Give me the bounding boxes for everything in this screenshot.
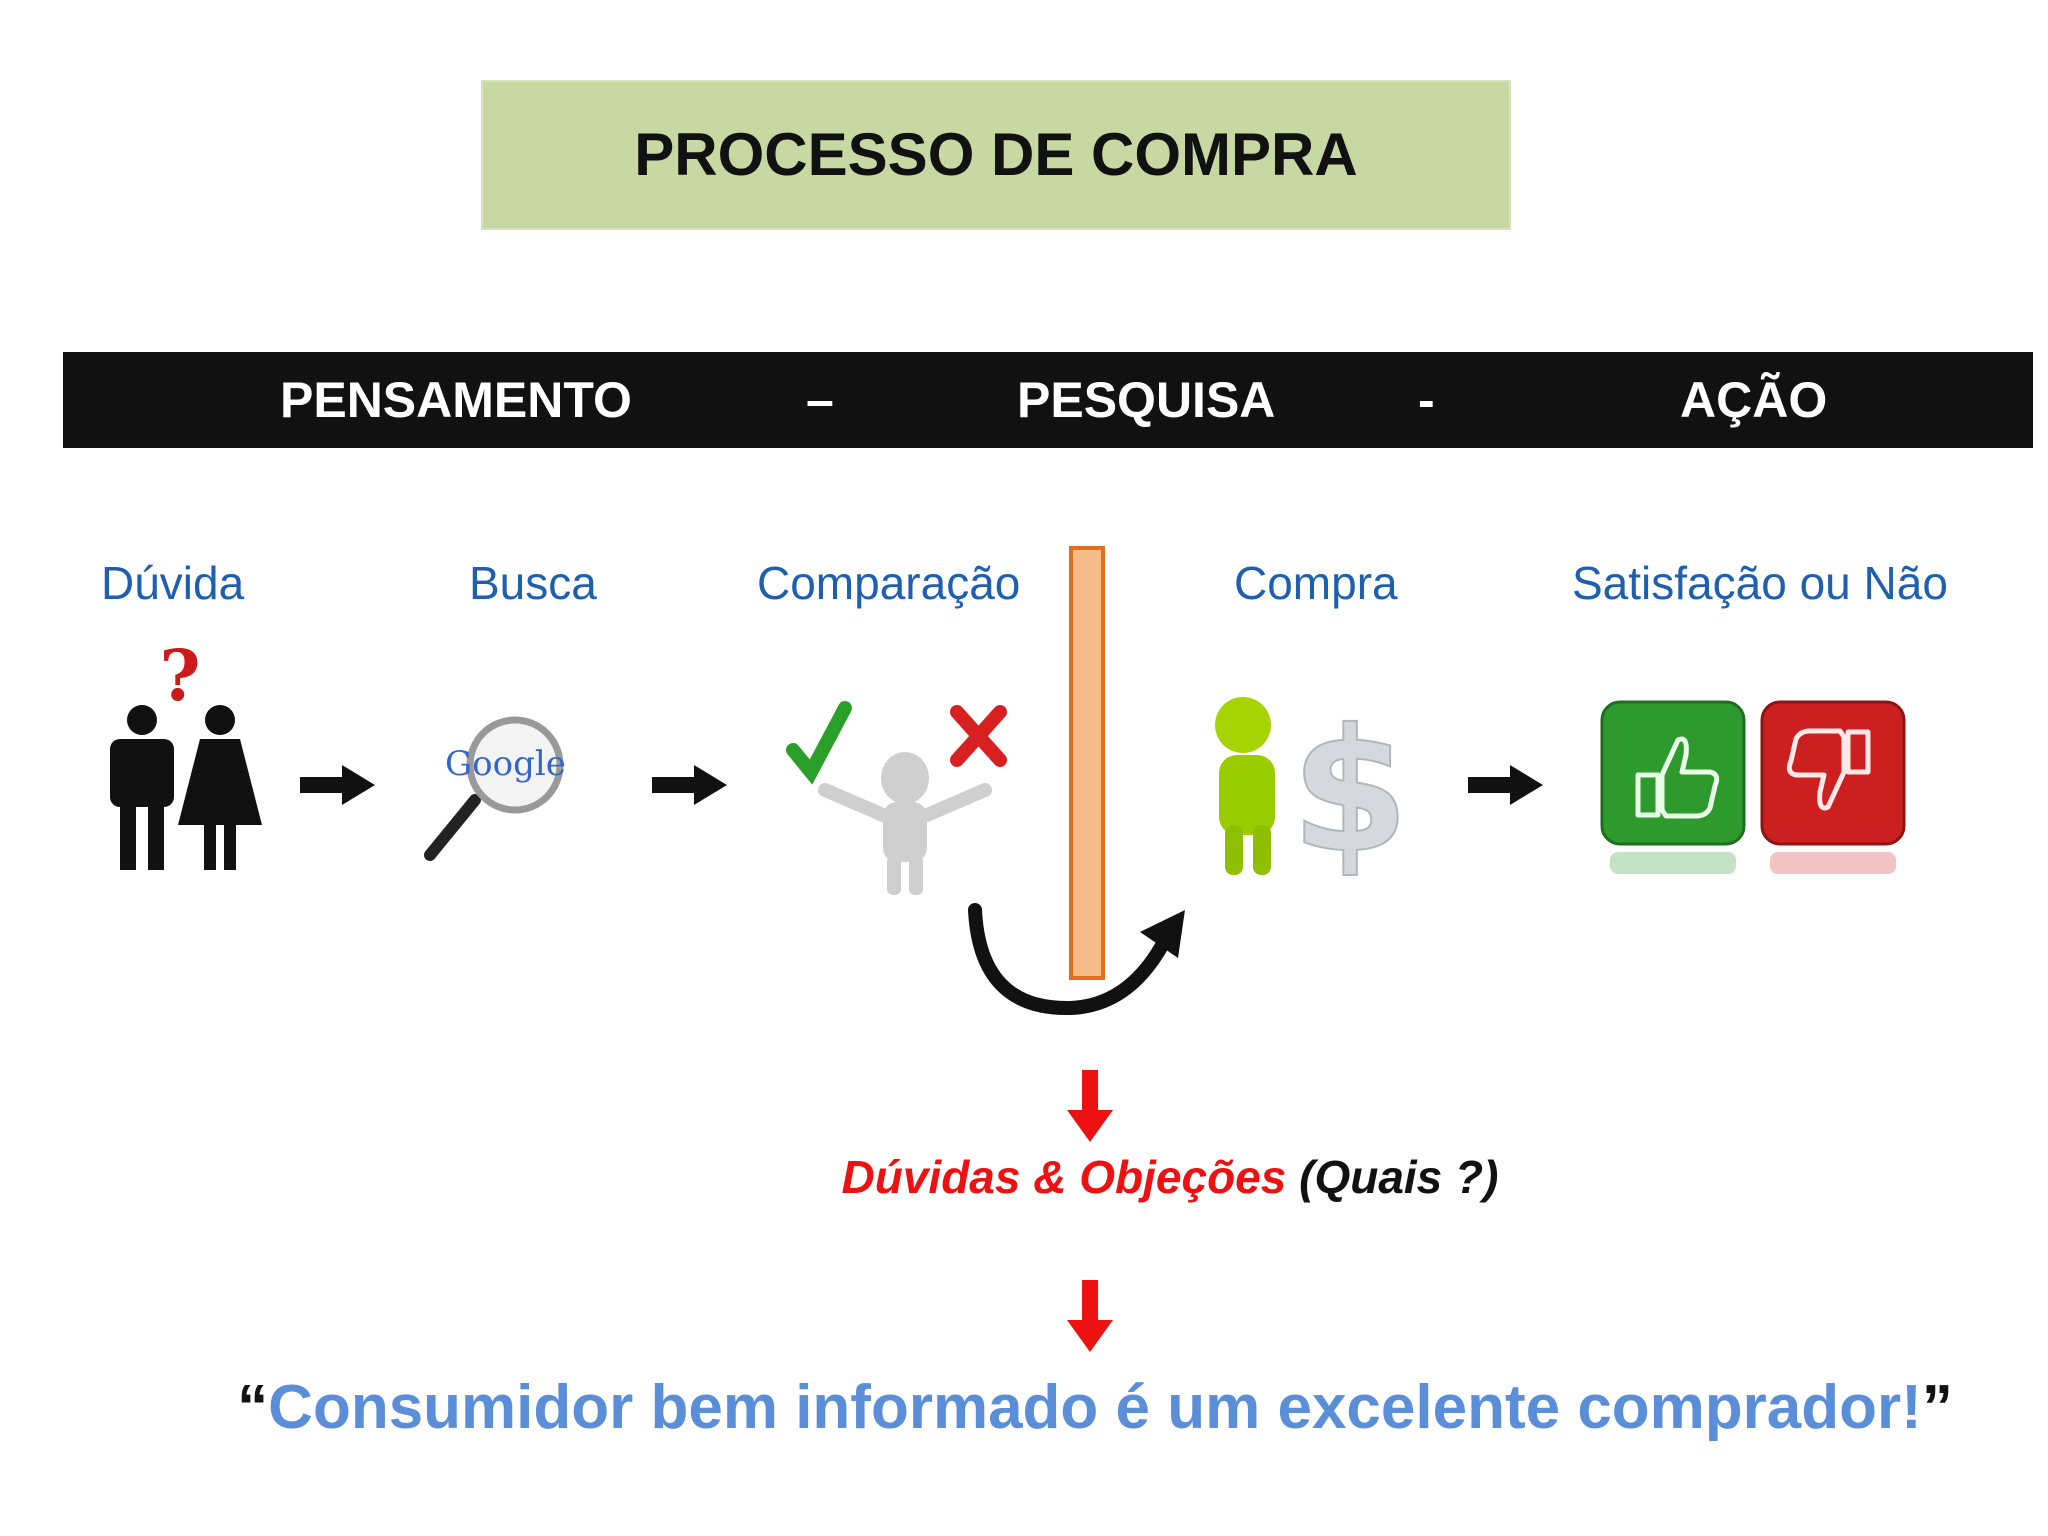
- quote-open-mark: “: [237, 1373, 268, 1442]
- google-magnifier-icon: Google: [420, 715, 590, 865]
- phase-separator-2: -: [1418, 352, 1435, 448]
- svg-text:$: $: [1291, 693, 1409, 885]
- quote-text: Consumidor bem informado é um excelente …: [268, 1373, 1922, 1442]
- figure-check-cross-icon: [785, 690, 1025, 900]
- arrow-right-icon: [300, 765, 375, 805]
- phase-pesquisa: PESQUISA: [1017, 352, 1275, 448]
- barrier-bar: [1069, 546, 1105, 980]
- step-label-busca: Busca: [469, 556, 597, 610]
- people-question-icon: ?: [100, 640, 270, 880]
- arrow-right-icon: [652, 765, 727, 805]
- objections-text: Dúvidas & Objeções: [842, 1151, 1287, 1203]
- page-title: PROCESSO DE COMPRA: [481, 80, 1511, 230]
- objections-question: (Quais ?): [1286, 1151, 1498, 1203]
- objections-line: Dúvidas & Objeções (Quais ?): [500, 1150, 1840, 1220]
- phase-pensamento: PENSAMENTO: [280, 352, 632, 448]
- google-logo-text: Google: [445, 744, 566, 784]
- phase-acao: AÇÃO: [1680, 352, 1827, 448]
- phase-bar: PENSAMENTO – PESQUISA - AÇÃO: [63, 352, 2033, 448]
- step-label-comparacao: Comparação: [757, 556, 1020, 610]
- thumbs-up-down-icon: [1600, 700, 1910, 880]
- step-label-satisfacao: Satisfação ou Não: [1572, 556, 1948, 610]
- phase-separator-1: –: [806, 352, 834, 448]
- step-label-compra: Compra: [1234, 556, 1398, 610]
- step-label-duvida: Dúvida: [101, 556, 244, 610]
- red-arrow-down-icon: [1065, 1280, 1115, 1352]
- quote-close-mark: ”: [1922, 1373, 1953, 1442]
- figure-dollar-icon: $: [1195, 685, 1425, 885]
- svg-text:?: ?: [159, 640, 200, 717]
- conclusion-quote: “Consumidor bem informado é um excelente…: [120, 1372, 2048, 1462]
- arrow-right-icon: [1468, 765, 1543, 805]
- red-arrow-down-icon: [1065, 1070, 1115, 1142]
